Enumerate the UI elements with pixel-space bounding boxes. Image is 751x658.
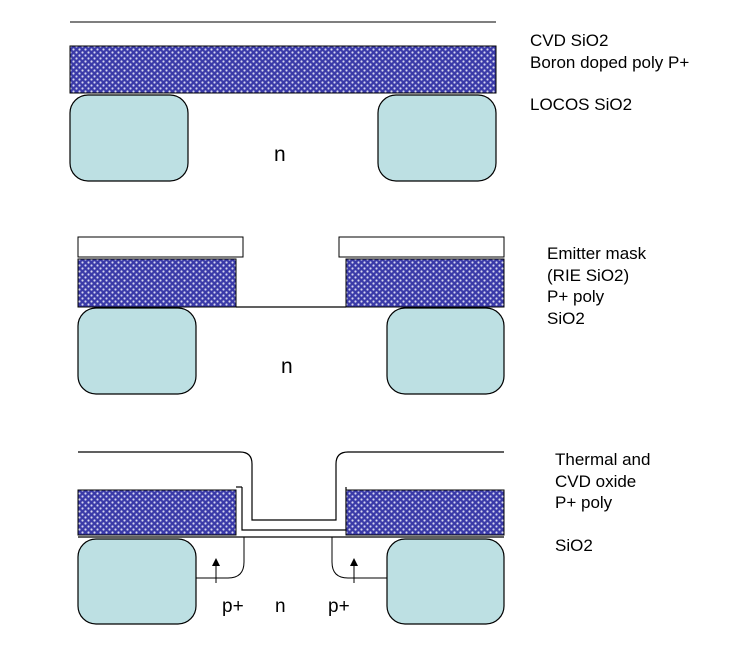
p-poly-right [345, 258, 505, 308]
locos-oxide-left [77, 538, 197, 625]
oxide-inner-left [241, 487, 347, 531]
p-poly-right [345, 489, 505, 536]
panel2-label-poly: P+ poly [547, 287, 605, 306]
thermal-cvd-oxide [78, 451, 504, 521]
arrow-right-head [350, 558, 358, 566]
p-plus-diffusion-left [196, 537, 245, 579]
panel3-label-poly: P+ poly [555, 493, 613, 512]
p-poly-left [77, 258, 237, 308]
emitter-mask-right [338, 236, 505, 258]
emitter-mask-left [77, 236, 244, 258]
locos-oxide-right [386, 307, 505, 395]
panel3-label-thermal: Thermal and [555, 450, 650, 469]
boron-poly-layer [69, 45, 497, 94]
p-plus-label-right: p+ [328, 596, 350, 617]
panel3-label-cvd: CVD oxide [555, 472, 636, 491]
panel3-label-sio2: SiO2 [555, 536, 593, 555]
panel2-label-mask: Emitter mask [547, 244, 647, 263]
p-poly-left [77, 489, 237, 536]
panel1-label-cvd: CVD SiO2 [530, 31, 608, 50]
n-region-label: n [281, 355, 293, 378]
locos-oxide-left [77, 307, 197, 395]
panel1-label-poly: Boron doped poly P+ [530, 53, 689, 72]
n-region-label: n [274, 143, 286, 166]
p-plus-label-left: p+ [222, 596, 244, 617]
arrow-left-head [212, 558, 220, 566]
panel-1: n CVD SiO2 Boron doped poly P+ LOCOS SiO… [69, 21, 689, 182]
p-plus-diffusion-right [331, 537, 387, 579]
locos-oxide-right [377, 94, 497, 182]
n-region-label: n [275, 596, 286, 617]
panel1-label-locos: LOCOS SiO2 [530, 95, 632, 114]
panel-3: p+ n p+ Thermal and CVD oxide P+ poly Si… [77, 450, 650, 625]
locos-oxide-left [69, 94, 189, 182]
panel2-label-sio2: SiO2 [547, 309, 585, 328]
panel2-label-rie: (RIE SiO2) [547, 266, 629, 285]
locos-oxide-right [386, 538, 505, 625]
panel-2: n Emitter mask (RIE SiO2) P+ poly SiO2 [77, 236, 647, 395]
